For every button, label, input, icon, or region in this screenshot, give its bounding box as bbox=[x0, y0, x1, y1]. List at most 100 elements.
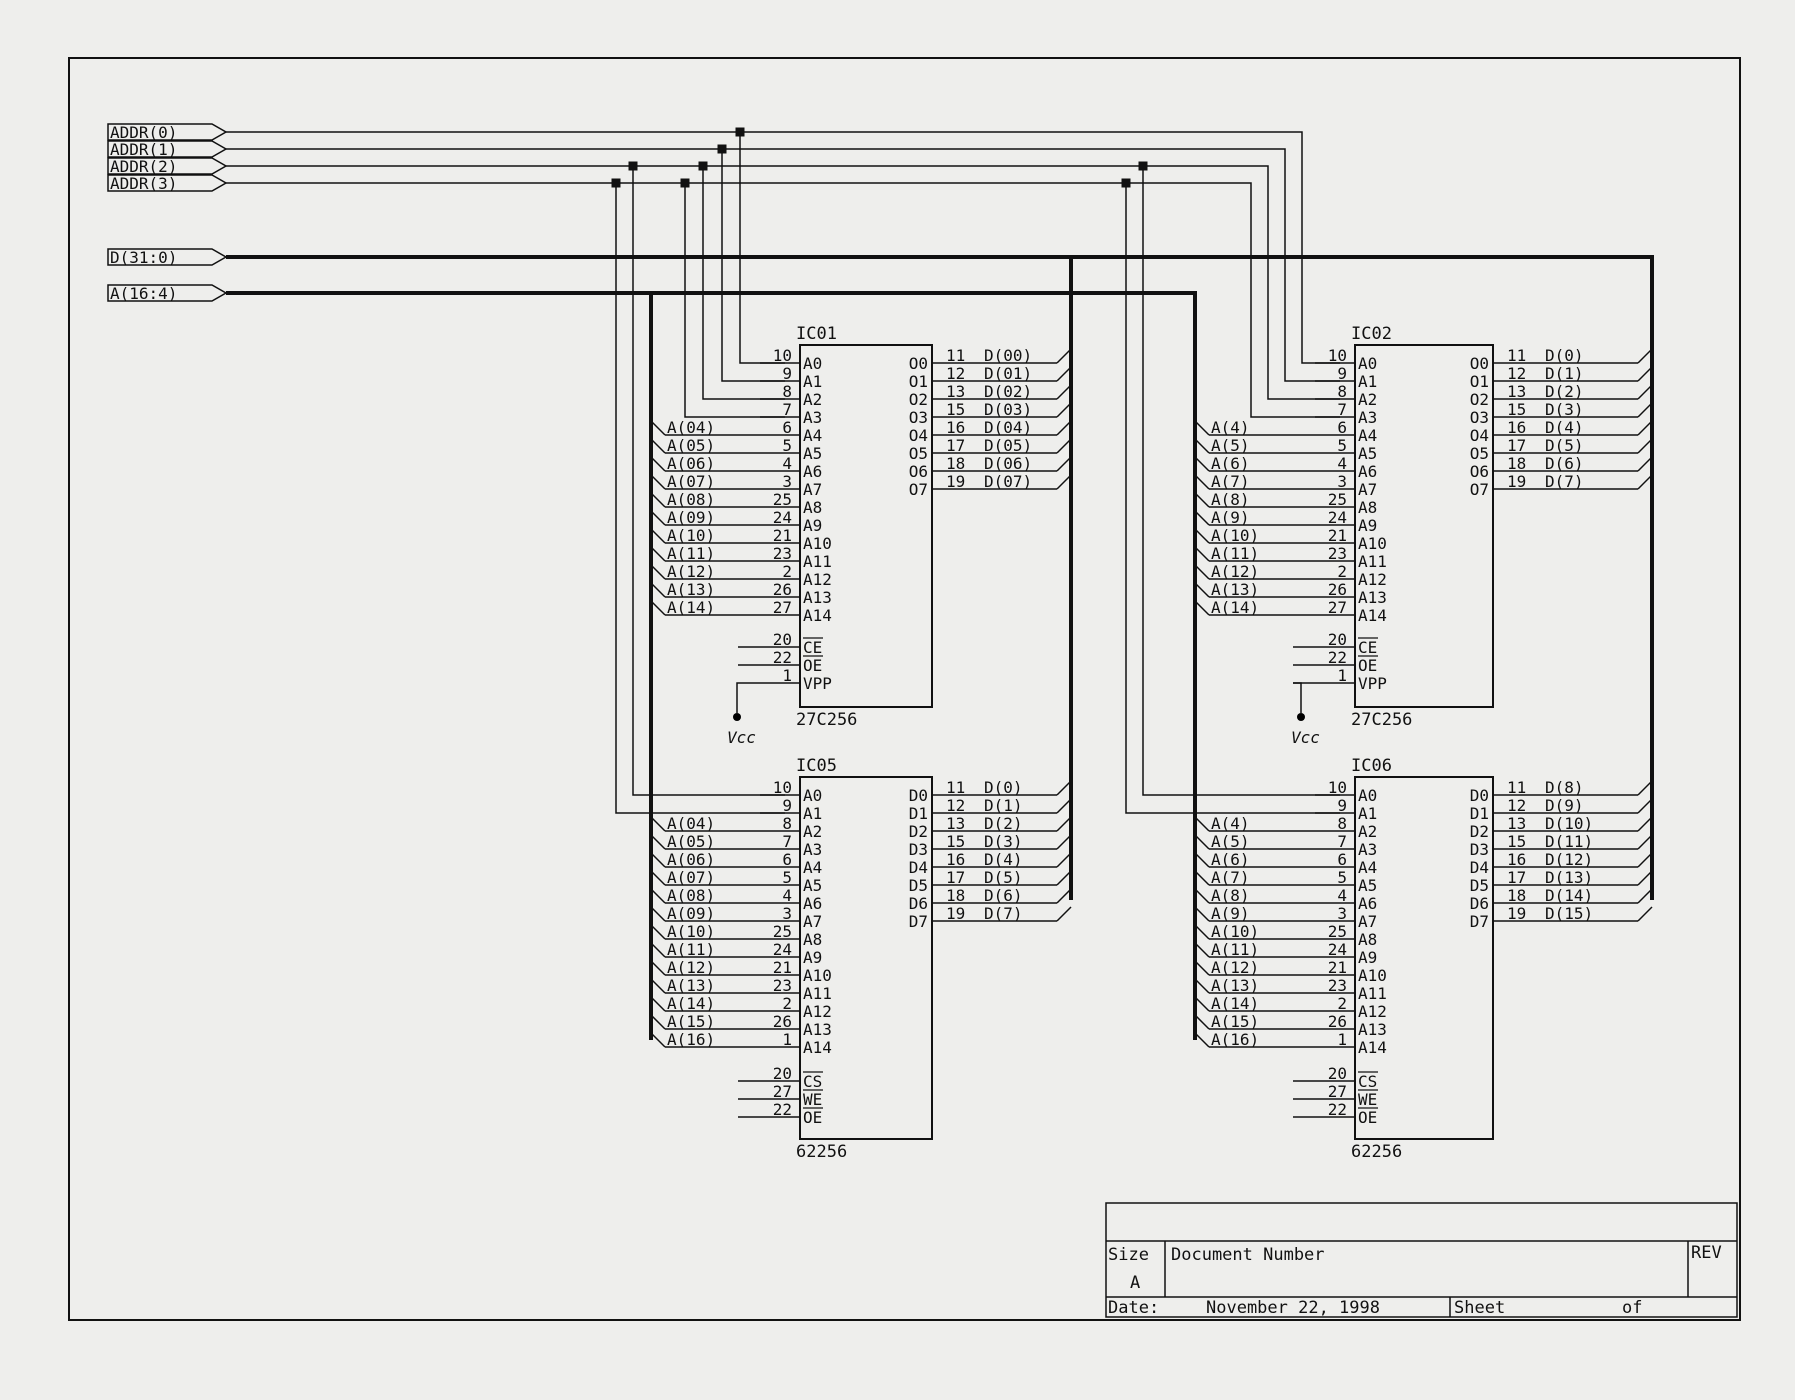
pin-number: 24 bbox=[773, 940, 792, 959]
bus-entry bbox=[1056, 870, 1072, 886]
wire-addr2-ic05 bbox=[632, 166, 785, 796]
pin-number: 25 bbox=[773, 922, 792, 941]
bus-entry bbox=[1194, 420, 1210, 436]
sheet-label: Sheet bbox=[1454, 1298, 1505, 1318]
pin-number: 11 bbox=[1507, 778, 1526, 797]
pin-name: A1 bbox=[803, 804, 822, 823]
pin-number: 8 bbox=[1337, 382, 1347, 401]
signal-label: A(10) bbox=[1211, 922, 1259, 941]
signal-label: D(05) bbox=[984, 436, 1032, 455]
pin-number: 5 bbox=[1337, 868, 1347, 887]
signal-label: D(5) bbox=[984, 868, 1023, 887]
pin-name: D1 bbox=[1470, 804, 1489, 823]
port-addr0: ADDR(0) bbox=[107, 123, 228, 142]
pin-number: 25 bbox=[1328, 922, 1347, 941]
pin-number: 22 bbox=[1328, 1100, 1347, 1119]
pin-name: D3 bbox=[1470, 840, 1489, 859]
bus-entry bbox=[1194, 834, 1210, 850]
pin-number: 13 bbox=[1507, 814, 1526, 833]
pin-name: A14 bbox=[803, 606, 832, 625]
pin-name: O4 bbox=[1470, 426, 1489, 445]
pin-name: A12 bbox=[1358, 570, 1387, 589]
pin-name: D0 bbox=[909, 786, 928, 805]
pin-name: A4 bbox=[803, 858, 822, 877]
pin-name: D2 bbox=[909, 822, 928, 841]
pin-name: A4 bbox=[1358, 858, 1377, 877]
bus-entry bbox=[650, 438, 666, 454]
pin-name: D1 bbox=[909, 804, 928, 823]
pin-name: A6 bbox=[1358, 894, 1377, 913]
signal-label: A(12) bbox=[667, 562, 715, 581]
signal-label: A(11) bbox=[1211, 544, 1259, 563]
vcc-wire bbox=[1293, 682, 1302, 713]
pin-name: A4 bbox=[803, 426, 822, 445]
pin-name: A10 bbox=[1358, 534, 1387, 553]
signal-label: D(3) bbox=[1545, 400, 1584, 419]
pin-name: O1 bbox=[909, 372, 928, 391]
bus-entry bbox=[650, 852, 666, 868]
bus-entry bbox=[1637, 798, 1653, 814]
signal-label: D(4) bbox=[984, 850, 1023, 869]
pin-name: A8 bbox=[1358, 498, 1377, 517]
port-label: D(31:0) bbox=[110, 248, 177, 267]
pin-name: A14 bbox=[803, 1038, 832, 1057]
wire-addr1 bbox=[226, 148, 1340, 382]
pin-name: A1 bbox=[1358, 372, 1377, 391]
pin-name: D4 bbox=[1470, 858, 1489, 877]
pin-number: 17 bbox=[1507, 868, 1526, 887]
port-label: A(16:4) bbox=[110, 284, 177, 303]
pin-number: 2 bbox=[1337, 562, 1347, 581]
bus-entry bbox=[1194, 1014, 1210, 1030]
pin-name: A10 bbox=[1358, 966, 1387, 985]
pin-number: 12 bbox=[946, 364, 965, 383]
signal-label: A(06) bbox=[667, 454, 715, 473]
document-number-label: Document Number bbox=[1171, 1245, 1325, 1265]
pin-number: 4 bbox=[782, 454, 792, 473]
pin-name: O2 bbox=[909, 390, 928, 409]
bus-entry bbox=[1194, 852, 1210, 868]
pin-number: 25 bbox=[773, 490, 792, 509]
bus-lines bbox=[226, 255, 1654, 1040]
pin-number: 24 bbox=[1328, 508, 1347, 527]
pin-number: 3 bbox=[1337, 904, 1347, 923]
bus-entry bbox=[650, 564, 666, 580]
pin-name: A14 bbox=[1358, 1038, 1387, 1057]
pin-name: A12 bbox=[803, 1002, 832, 1021]
pin-number: 5 bbox=[782, 436, 792, 455]
signal-label: A(9) bbox=[1211, 904, 1250, 923]
pin-number: 17 bbox=[946, 868, 965, 887]
bus-entry bbox=[1637, 456, 1653, 472]
bus-entry bbox=[1194, 960, 1210, 976]
signal-label: D(13) bbox=[1545, 868, 1593, 887]
pin-number: 26 bbox=[1328, 1012, 1347, 1031]
wire-addr2-ic01 bbox=[702, 166, 785, 400]
pin-number: 7 bbox=[782, 832, 792, 851]
signal-label: A(13) bbox=[667, 580, 715, 599]
port-addr1: ADDR(1) bbox=[107, 140, 228, 159]
signal-label: A(4) bbox=[1211, 418, 1250, 437]
pin-number: 18 bbox=[1507, 454, 1526, 473]
pin-number: 19 bbox=[1507, 472, 1526, 491]
pin-number: 9 bbox=[1337, 364, 1347, 383]
bus-entry bbox=[1194, 906, 1210, 922]
bus-entry bbox=[1194, 996, 1210, 1012]
bus-entry bbox=[1194, 546, 1210, 562]
pin-name: D6 bbox=[909, 894, 928, 913]
bus-entry bbox=[1056, 456, 1072, 472]
pin-name: A11 bbox=[803, 984, 832, 1003]
pin-number: 19 bbox=[946, 904, 965, 923]
pin-number: 7 bbox=[1337, 832, 1347, 851]
bus-entry bbox=[650, 978, 666, 994]
pin-name: D2 bbox=[1470, 822, 1489, 841]
signal-label: A(12) bbox=[667, 958, 715, 977]
pin-name: A1 bbox=[1358, 804, 1377, 823]
pin-number: 10 bbox=[1328, 778, 1347, 797]
bus-entry bbox=[1056, 384, 1072, 400]
port-addr2: ADDR(2) bbox=[107, 157, 228, 176]
signal-label: D(8) bbox=[1545, 778, 1584, 797]
signal-label: D(10) bbox=[1545, 814, 1593, 833]
bus-entry bbox=[1637, 834, 1653, 850]
bus-entry bbox=[1637, 474, 1653, 490]
